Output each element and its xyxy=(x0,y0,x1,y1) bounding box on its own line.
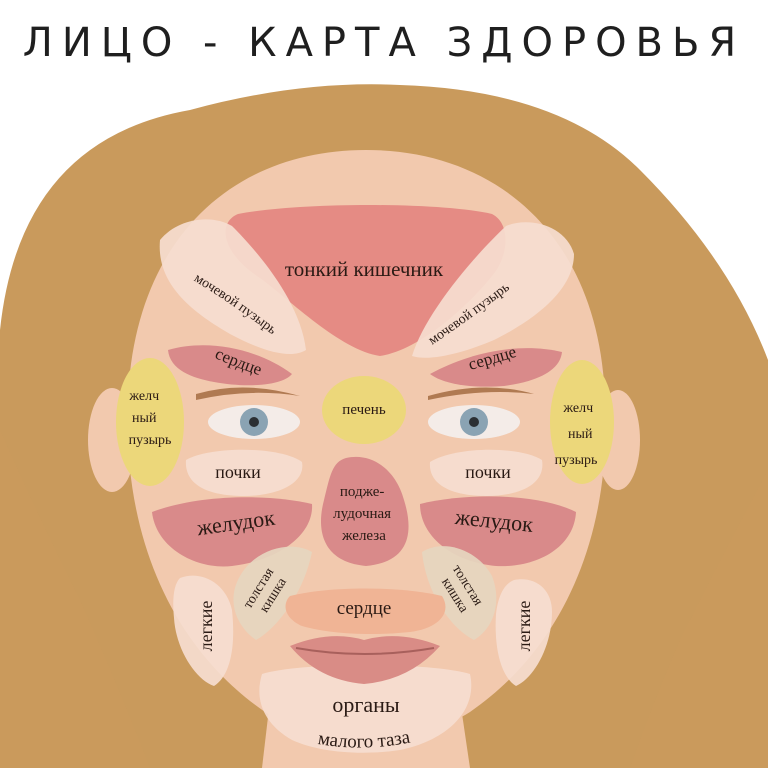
lips-line xyxy=(295,647,435,655)
pupil-left xyxy=(249,417,259,427)
zone-kidneys-right xyxy=(429,449,543,496)
label-lungs-right: легкие xyxy=(514,601,534,652)
zone-heart-chin xyxy=(285,588,446,634)
zone-pancreas xyxy=(320,456,409,566)
hair-right-strand xyxy=(630,470,768,768)
eyebrow-right xyxy=(428,387,534,400)
zone-lungs-right xyxy=(495,579,552,686)
label-small-intestine: тонкий кишечник xyxy=(285,257,444,281)
zone-gallbladder-right xyxy=(550,360,614,484)
zone-lungs-left xyxy=(173,575,234,686)
zone-colon-right xyxy=(422,546,497,640)
zone-stomach-left xyxy=(152,497,313,567)
label-gallbladder-right: желч ный пузырь xyxy=(555,401,598,468)
zone-bladder-right xyxy=(412,222,574,358)
zone-heart-left xyxy=(168,345,292,386)
label-kidneys-left: почки xyxy=(215,462,261,482)
zone-pelvic-organs xyxy=(259,665,472,753)
zone-kidneys-left xyxy=(185,449,303,496)
zone-colon-left xyxy=(233,546,312,640)
zone-heart-right xyxy=(430,348,562,387)
pupil-right xyxy=(469,417,479,427)
label-heart-chin: сердце xyxy=(337,598,392,619)
label-lungs-left: легкие xyxy=(196,601,216,652)
label-pancreas: подже- лудочная железа xyxy=(333,484,395,544)
page-title: ЛИЦО - КАРТА ЗДОРОВЬЯ xyxy=(22,20,746,66)
label-liver: печень xyxy=(342,402,386,418)
eyebrow-left xyxy=(196,387,300,400)
label-pelvic-organs-top: органы xyxy=(332,692,400,717)
zone-bladder-left xyxy=(159,219,306,355)
zone-liver xyxy=(322,376,406,444)
label-gallbladder-left: желч ный пузырь xyxy=(128,389,171,448)
label-kidneys-right: почки xyxy=(465,462,511,482)
hair-left-strand xyxy=(0,430,150,768)
zone-gallbladder-left xyxy=(116,358,184,486)
lips xyxy=(290,636,440,684)
